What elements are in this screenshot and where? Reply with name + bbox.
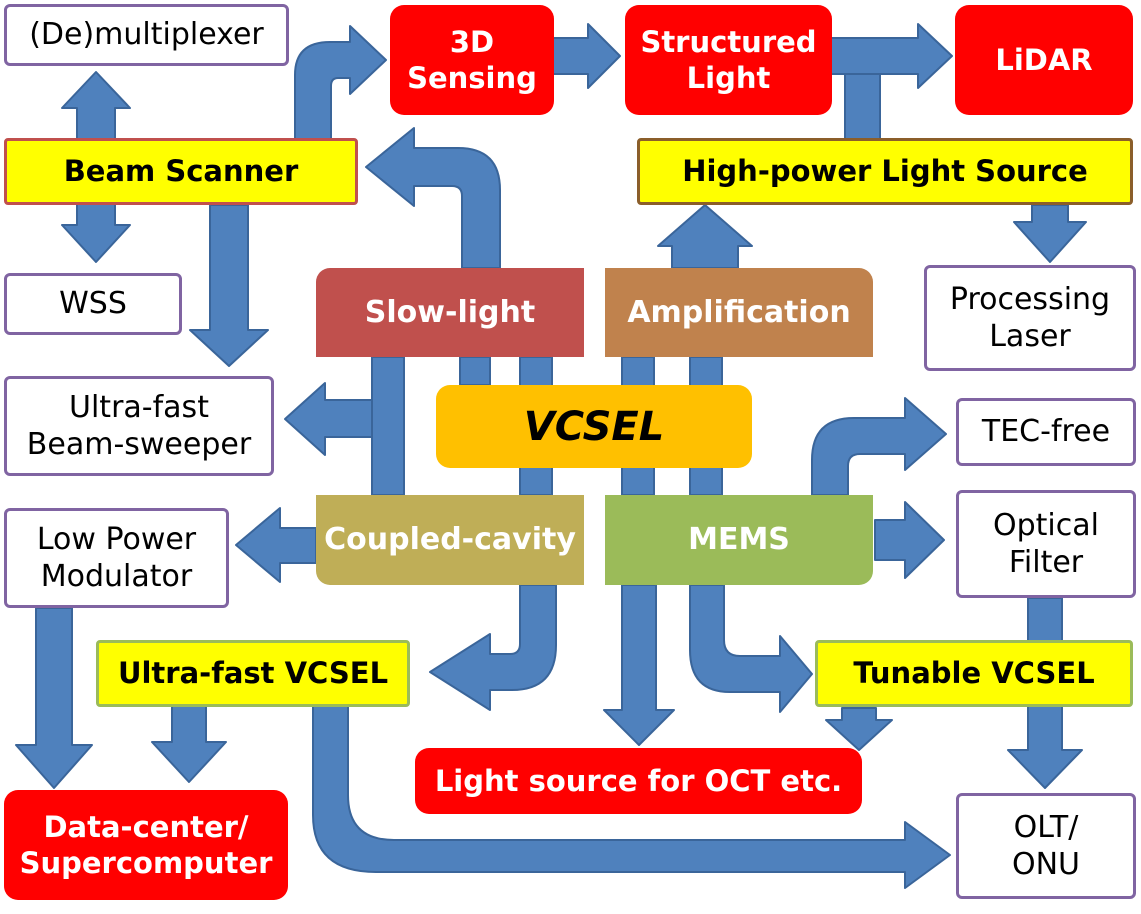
arrow-slow-light-stem-center <box>459 356 491 386</box>
app-demultiplexer-label: (De)multiplexer <box>29 17 264 53</box>
tech-slow-light: Slow-light <box>316 268 584 357</box>
arrow-coupled-to-ultrafast <box>429 584 557 711</box>
tech-amplification-label: Amplification <box>627 294 851 330</box>
app-low-power-modulator-label: Low Power Modulator <box>36 521 197 595</box>
arrow-ultrafast-to-datacenter <box>151 704 227 783</box>
arrow-beam-scanner-to-3d <box>294 25 387 141</box>
app-processing-laser-label: Processing Laser <box>949 281 1111 355</box>
device-high-power-light-source-label: High-power Light Source <box>682 154 1088 189</box>
market-light-source-oct: Light source for OCT etc. <box>415 748 862 814</box>
app-processing-laser: Processing Laser <box>924 265 1136 371</box>
market-structured-light-label: Structured Light <box>640 24 817 95</box>
device-tunable-vcsel-label: Tunable VCSEL <box>853 656 1095 691</box>
arrow-to-modulator <box>235 507 317 583</box>
app-low-power-modulator: Low Power Modulator <box>4 508 229 608</box>
market-structured-light: Structured Light <box>625 5 832 115</box>
arrow-mems-to-tec <box>811 397 947 496</box>
device-high-power-light-source: High-power Light Source <box>637 138 1133 205</box>
arrow-beam-scanner-down <box>189 204 269 367</box>
arrow-slow-light-to-beam-scanner <box>365 127 501 269</box>
center-vcsel-label: VCSEL <box>523 403 665 450</box>
app-optical-filter-label: Optical Filter <box>993 507 1099 581</box>
tech-slow-light-label: Slow-light <box>364 294 536 330</box>
tech-amplification: Amplification <box>605 268 873 357</box>
market-lidar-label: LiDAR <box>995 42 1093 77</box>
arrow-to-oct <box>603 584 675 746</box>
market-lidar: LiDAR <box>955 5 1133 115</box>
tech-mems: MEMS <box>605 495 873 585</box>
arrow-amplification-up <box>657 204 753 269</box>
device-ultra-fast-vcsel-label: Ultra-fast VCSEL <box>117 656 389 691</box>
app-tec-free-label: TEC-free <box>981 414 1111 450</box>
device-ultra-fast-vcsel: Ultra-fast VCSEL <box>96 640 410 707</box>
arrow-slow-light-stem-left <box>371 356 405 496</box>
app-olt-onu: OLT/ ONU <box>956 793 1136 899</box>
market-light-source-oct-label: Light source for OCT etc. <box>434 763 843 798</box>
app-tec-free: TEC-free <box>956 398 1136 466</box>
app-demultiplexer: (De)multiplexer <box>4 4 289 66</box>
tech-coupled-cavity: Coupled-cavity <box>316 495 584 585</box>
market-data-center: Data-center/ Supercomputer <box>4 790 288 900</box>
arrow-to-tunable <box>689 584 813 713</box>
arrow-mems-to-filter <box>874 501 945 579</box>
arrow-3d-to-structured <box>551 23 621 89</box>
app-olt-onu-label: OLT/ ONU <box>1011 809 1080 883</box>
device-beam-scanner: Beam Scanner <box>4 138 358 205</box>
device-tunable-vcsel: Tunable VCSEL <box>815 640 1133 707</box>
app-ultra-fast-beam-sweeper-label: Ultra-fast Beam-sweeper <box>26 389 252 463</box>
app-wss-label: WSS <box>59 286 127 322</box>
arrow-lidar-to-hp-stub <box>844 73 881 141</box>
arrow-high-power-down <box>1013 204 1087 263</box>
app-ultra-fast-beam-sweeper: Ultra-fast Beam-sweeper <box>4 376 274 476</box>
center-vcsel: VCSEL <box>436 385 752 468</box>
arrow-modulator-to-datacenter <box>15 607 93 789</box>
market-3d-sensing: 3D Sensing <box>390 5 554 115</box>
market-3d-sensing-label: 3D Sensing <box>407 24 537 95</box>
tech-mems-label: MEMS <box>688 522 790 558</box>
app-optical-filter: Optical Filter <box>956 490 1136 598</box>
app-wss: WSS <box>4 273 182 335</box>
arrow-to-beam-sweeper <box>284 382 373 456</box>
tech-coupled-cavity-label: Coupled-cavity <box>324 522 576 558</box>
arrow-ultrafast-to-olt <box>312 704 951 889</box>
market-data-center-label: Data-center/ Supercomputer <box>19 809 273 880</box>
arrow-tunable-down <box>825 707 893 751</box>
device-beam-scanner-label: Beam Scanner <box>63 154 299 189</box>
